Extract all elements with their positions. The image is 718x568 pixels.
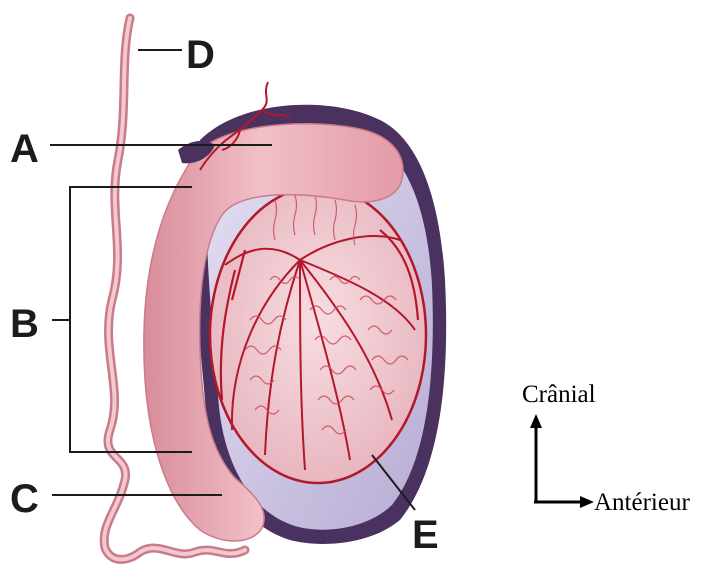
- label-b: B: [10, 302, 39, 346]
- label-a: A: [10, 127, 39, 171]
- orientation-indicator: Crânial Antérieur: [522, 381, 690, 516]
- label-c: C: [10, 477, 39, 521]
- anterior-label: Antérieur: [594, 489, 690, 516]
- cranial-label: Crânial: [522, 381, 596, 408]
- label-e: E: [412, 513, 439, 557]
- cranial-arrow-head: [530, 414, 542, 428]
- label-d: D: [186, 33, 215, 77]
- anterior-arrow-head: [580, 496, 594, 508]
- testis: [210, 187, 426, 483]
